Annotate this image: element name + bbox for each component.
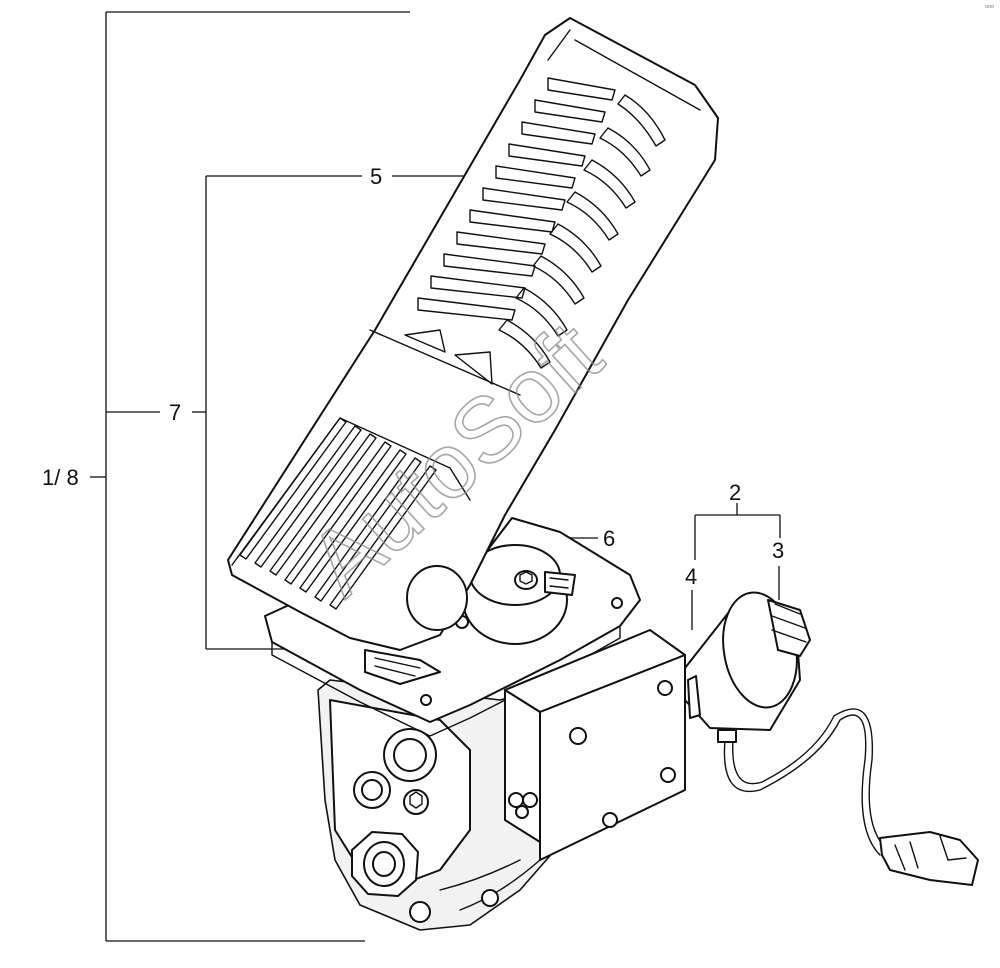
label-item-3: 3 xyxy=(772,538,784,563)
solenoid-block xyxy=(504,629,686,861)
label-item-5: 5 xyxy=(370,164,382,189)
label-assembly: 1/ 8 xyxy=(42,465,79,490)
pedal xyxy=(227,17,719,651)
label-item-4: 4 xyxy=(685,564,697,589)
valve-body xyxy=(317,679,561,931)
corner-mark: ᵒᵒᵒ xyxy=(985,3,994,12)
label-item-2: 2 xyxy=(729,480,741,505)
cable-connector xyxy=(717,708,979,886)
label-item-7: 7 xyxy=(169,400,181,425)
solenoid-coil xyxy=(684,591,811,731)
label-item-6: 6 xyxy=(603,526,615,551)
